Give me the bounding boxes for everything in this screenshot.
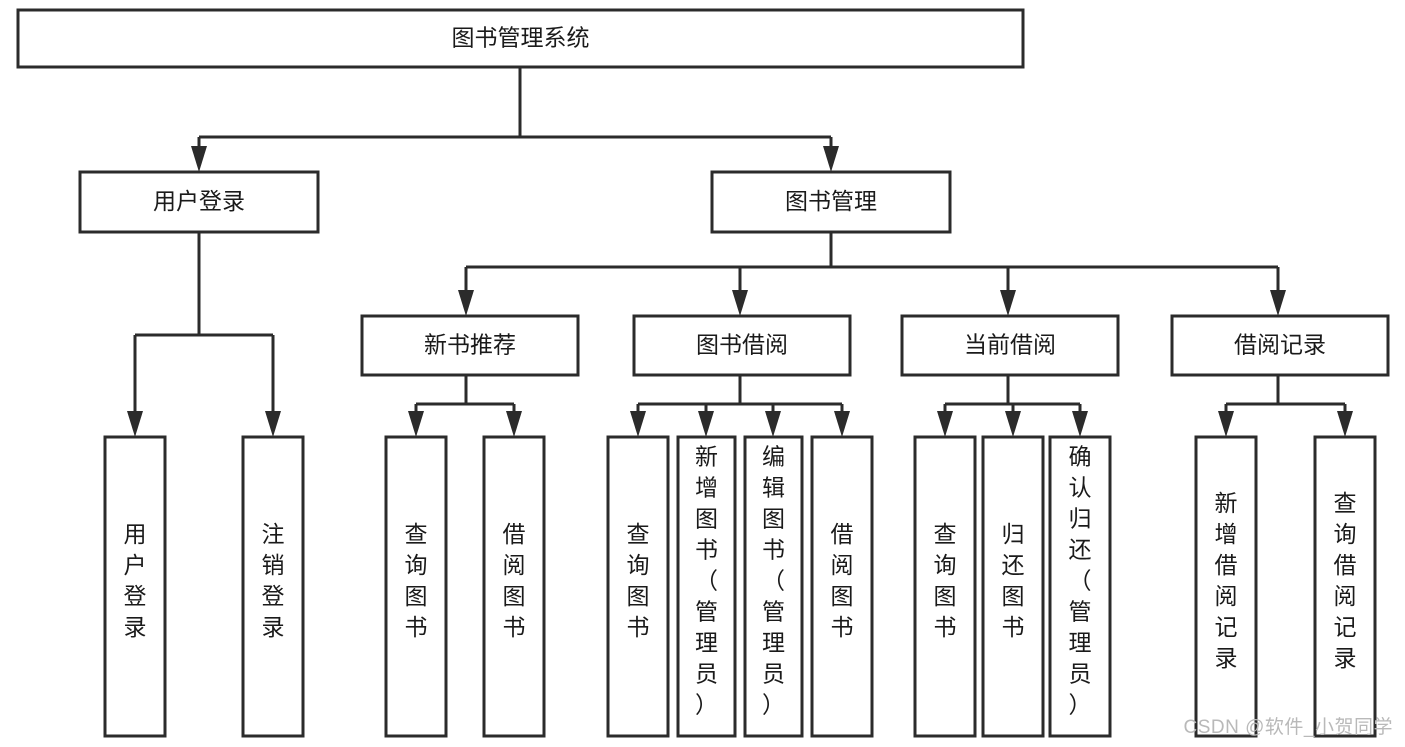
node-leaf-current-return-book[interactable]: 归还图书 [981, 435, 1045, 738]
node-label-leaf-current-confirm-return: 确认归还（管理员） [1069, 444, 1092, 718]
connector-conn-book-management-level2 [458, 232, 1286, 316]
node-box-book-management [710, 170, 952, 234]
connector-conn-recommend-leaves [408, 375, 522, 437]
node-leaf-record-query[interactable]: 查询借阅记录 [1313, 435, 1377, 738]
node-label-book-management: 图书管理 [785, 188, 877, 214]
node-book-borrow[interactable]: 图书借阅 [632, 314, 852, 377]
node-box-leaf-logout [241, 435, 305, 738]
node-label-leaf-borrow-borrow-book: 借阅图书 [831, 521, 854, 640]
node-leaf-record-add[interactable]: 新增借阅记录 [1194, 435, 1258, 738]
node-label-leaf-recommend-borrow-book: 借阅图书 [503, 521, 526, 640]
node-box-leaf-recommend-borrow-book [482, 435, 546, 738]
node-label-leaf-borrow-query-book: 查询图书 [627, 521, 650, 640]
node-leaf-user-login[interactable]: 用户登录 [103, 435, 167, 738]
node-box-book-borrow [632, 314, 852, 377]
node-box-leaf-borrow-add-book [676, 435, 737, 738]
node-book-management[interactable]: 图书管理 [710, 170, 952, 234]
node-new-book-recommend[interactable]: 新书推荐 [360, 314, 580, 377]
node-box-current-borrow [900, 314, 1120, 377]
node-leaf-recommend-query-book[interactable]: 查询图书 [384, 435, 448, 738]
connector-conn-current-leaves [937, 375, 1088, 437]
node-leaf-borrow-add-book[interactable]: 新增图书（管理员） [676, 435, 737, 738]
node-leaf-current-query-book[interactable]: 查询图书 [913, 435, 977, 738]
node-box-leaf-record-query [1313, 435, 1377, 738]
node-root[interactable]: 图书管理系统 [16, 8, 1025, 69]
node-label-current-borrow: 当前借阅 [964, 332, 1056, 358]
node-label-leaf-recommend-query-book: 查询图书 [405, 521, 428, 640]
node-leaf-current-confirm-return[interactable]: 确认归还（管理员） [1048, 435, 1112, 738]
connector-conn-record-leaves [1218, 375, 1353, 437]
node-box-leaf-borrow-edit-book [743, 435, 804, 738]
node-box-leaf-borrow-borrow-book [810, 435, 874, 738]
node-label-leaf-user-login: 用户登录 [124, 521, 147, 640]
node-label-book-borrow: 图书借阅 [696, 332, 788, 358]
node-leaf-recommend-borrow-book[interactable]: 借阅图书 [482, 435, 546, 738]
connector-layer [127, 67, 1353, 437]
node-borrow-record[interactable]: 借阅记录 [1170, 314, 1390, 377]
node-label-root: 图书管理系统 [452, 25, 590, 51]
node-current-borrow[interactable]: 当前借阅 [900, 314, 1120, 377]
node-label-leaf-logout: 注销登录 [262, 521, 285, 640]
connector-conn-borrow-leaves [630, 375, 850, 437]
node-label-leaf-borrow-edit-book: 编辑图书（管理员） [762, 444, 785, 718]
watermark-text: CSDN @软件_小贺同学 [1183, 717, 1393, 738]
node-layer: 图书管理系统用户登录图书管理新书推荐图书借阅当前借阅借阅记录用户登录注销登录查询… [16, 8, 1390, 738]
node-label-borrow-record: 借阅记录 [1234, 332, 1326, 358]
connector-conn-user-login-leaves [127, 232, 281, 437]
node-label-new-book-recommend: 新书推荐 [424, 332, 516, 358]
node-label-leaf-current-return-book: 归还图书 [1002, 521, 1025, 640]
node-box-borrow-record [1170, 314, 1390, 377]
node-box-user-login [78, 170, 320, 234]
node-box-leaf-recommend-query-book [384, 435, 448, 738]
node-leaf-borrow-query-book[interactable]: 查询图书 [606, 435, 670, 738]
node-leaf-borrow-borrow-book[interactable]: 借阅图书 [810, 435, 874, 738]
node-label-user-login: 用户登录 [153, 188, 245, 214]
connector-conn-root-level1 [191, 67, 839, 172]
node-leaf-logout[interactable]: 注销登录 [241, 435, 305, 738]
node-box-leaf-user-login [103, 435, 167, 738]
node-box-root [16, 8, 1025, 69]
node-box-leaf-record-add [1194, 435, 1258, 738]
node-box-leaf-current-confirm-return [1048, 435, 1112, 738]
node-label-leaf-borrow-add-book: 新增图书（管理员） [695, 444, 718, 718]
node-label-leaf-record-add: 新增借阅记录 [1215, 490, 1238, 671]
node-leaf-borrow-edit-book[interactable]: 编辑图书（管理员） [743, 435, 804, 738]
node-user-login[interactable]: 用户登录 [78, 170, 320, 234]
node-label-leaf-current-query-book: 查询图书 [934, 521, 957, 640]
node-box-new-book-recommend [360, 314, 580, 377]
node-box-leaf-current-query-book [913, 435, 977, 738]
node-box-leaf-borrow-query-book [606, 435, 670, 738]
node-label-leaf-record-query: 查询借阅记录 [1334, 490, 1357, 671]
node-box-leaf-current-return-book [981, 435, 1045, 738]
